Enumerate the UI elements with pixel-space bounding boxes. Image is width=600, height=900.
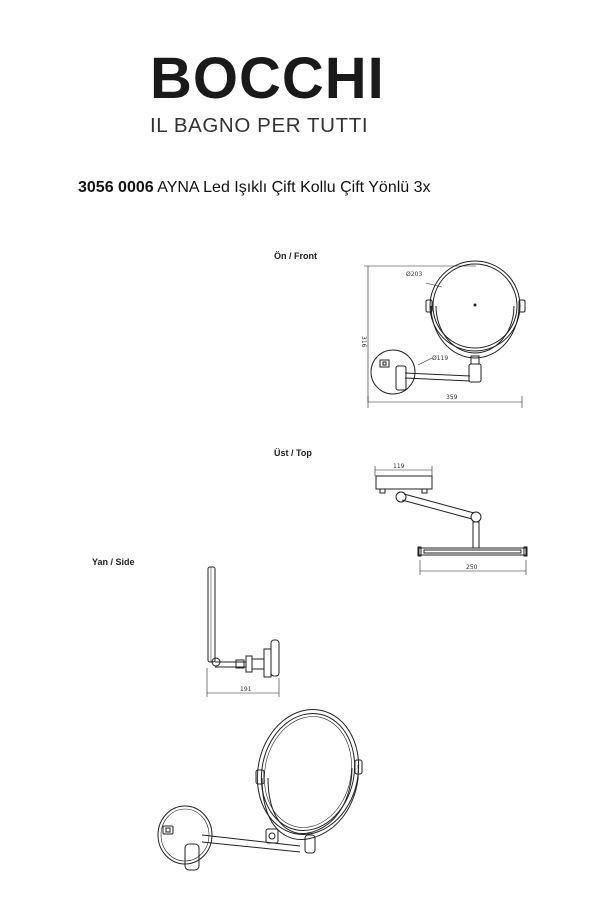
front-dim-height: 316 <box>360 336 367 348</box>
side-view-drawing <box>206 566 280 697</box>
side-dim-depth: 191 <box>240 686 252 693</box>
product-code: 3056 0006 <box>78 179 154 196</box>
side-view-label: Yan / Side <box>92 557 135 567</box>
front-dim-plate-diameter: Ø119 <box>432 355 448 362</box>
front-dim-width: 359 <box>446 394 458 401</box>
perspective-view-drawing <box>157 709 363 871</box>
top-view-label: Üst / Top <box>274 448 312 458</box>
top-dim-width: 250 <box>466 564 478 571</box>
brand-logo: BOCCHI IL BAGNO PER TUTTI <box>150 50 420 138</box>
product-title: 3056 0006 AYNA Led Işıklı Çift Kollu Çif… <box>78 179 431 197</box>
top-view-drawing <box>374 466 528 575</box>
front-view-drawing <box>364 260 526 408</box>
brand-tagline: IL BAGNO PER TUTTI <box>150 114 369 137</box>
front-dim-mirror-diameter: Ø203 <box>406 271 422 278</box>
top-dim-plate: 119 <box>393 463 405 470</box>
front-view-leaders <box>417 282 443 366</box>
brand-name: BOCCHI <box>150 46 385 111</box>
front-view-label: Ön / Front <box>274 251 317 261</box>
product-name: AYNA Led Işıklı Çift Kollu Çift Yönlü 3x <box>157 179 431 196</box>
